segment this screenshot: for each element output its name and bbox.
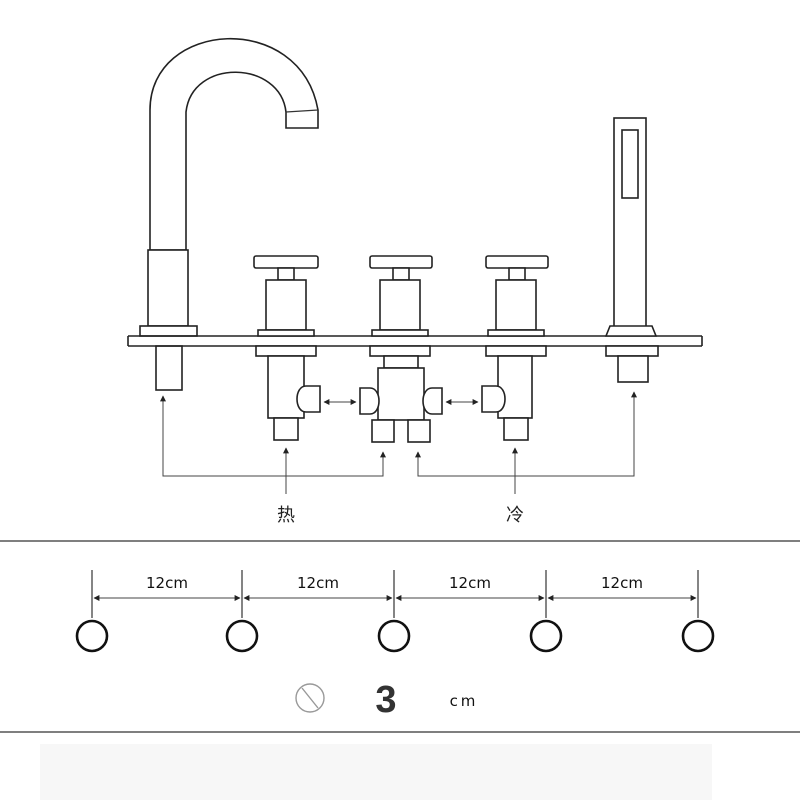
- hand-shower: [604, 117, 659, 383]
- diameter-icon: [295, 683, 325, 713]
- mounting-hole-1: [75, 619, 109, 653]
- spacing-label-4: 12cm: [601, 574, 643, 592]
- mounting-hole-4: [529, 619, 563, 653]
- diameter-unit: cm: [450, 692, 479, 710]
- hole-diameter: 3 cm: [295, 679, 479, 721]
- spout: [139, 37, 319, 391]
- mounting-hole-2: [225, 619, 259, 653]
- spacing-label-2: 12cm: [297, 574, 339, 592]
- hot-valve: [253, 255, 321, 441]
- spacing-label-1: 12cm: [146, 574, 188, 592]
- cold-valve: [481, 255, 549, 441]
- cold-label: 冷: [506, 505, 524, 526]
- diverter-valve: [359, 255, 443, 443]
- bottom-band: [40, 744, 712, 800]
- deck-plate: [127, 335, 703, 347]
- spacing-label-3: 12cm: [449, 574, 491, 592]
- hot-label: 热: [277, 505, 295, 526]
- hole-spacing: 12cm 12cm 12cm 12cm: [75, 570, 715, 653]
- diameter-value: 3: [375, 679, 396, 721]
- flow-arrows: [160, 391, 637, 494]
- mounting-hole-5: [681, 619, 715, 653]
- mounting-hole-3: [377, 619, 411, 653]
